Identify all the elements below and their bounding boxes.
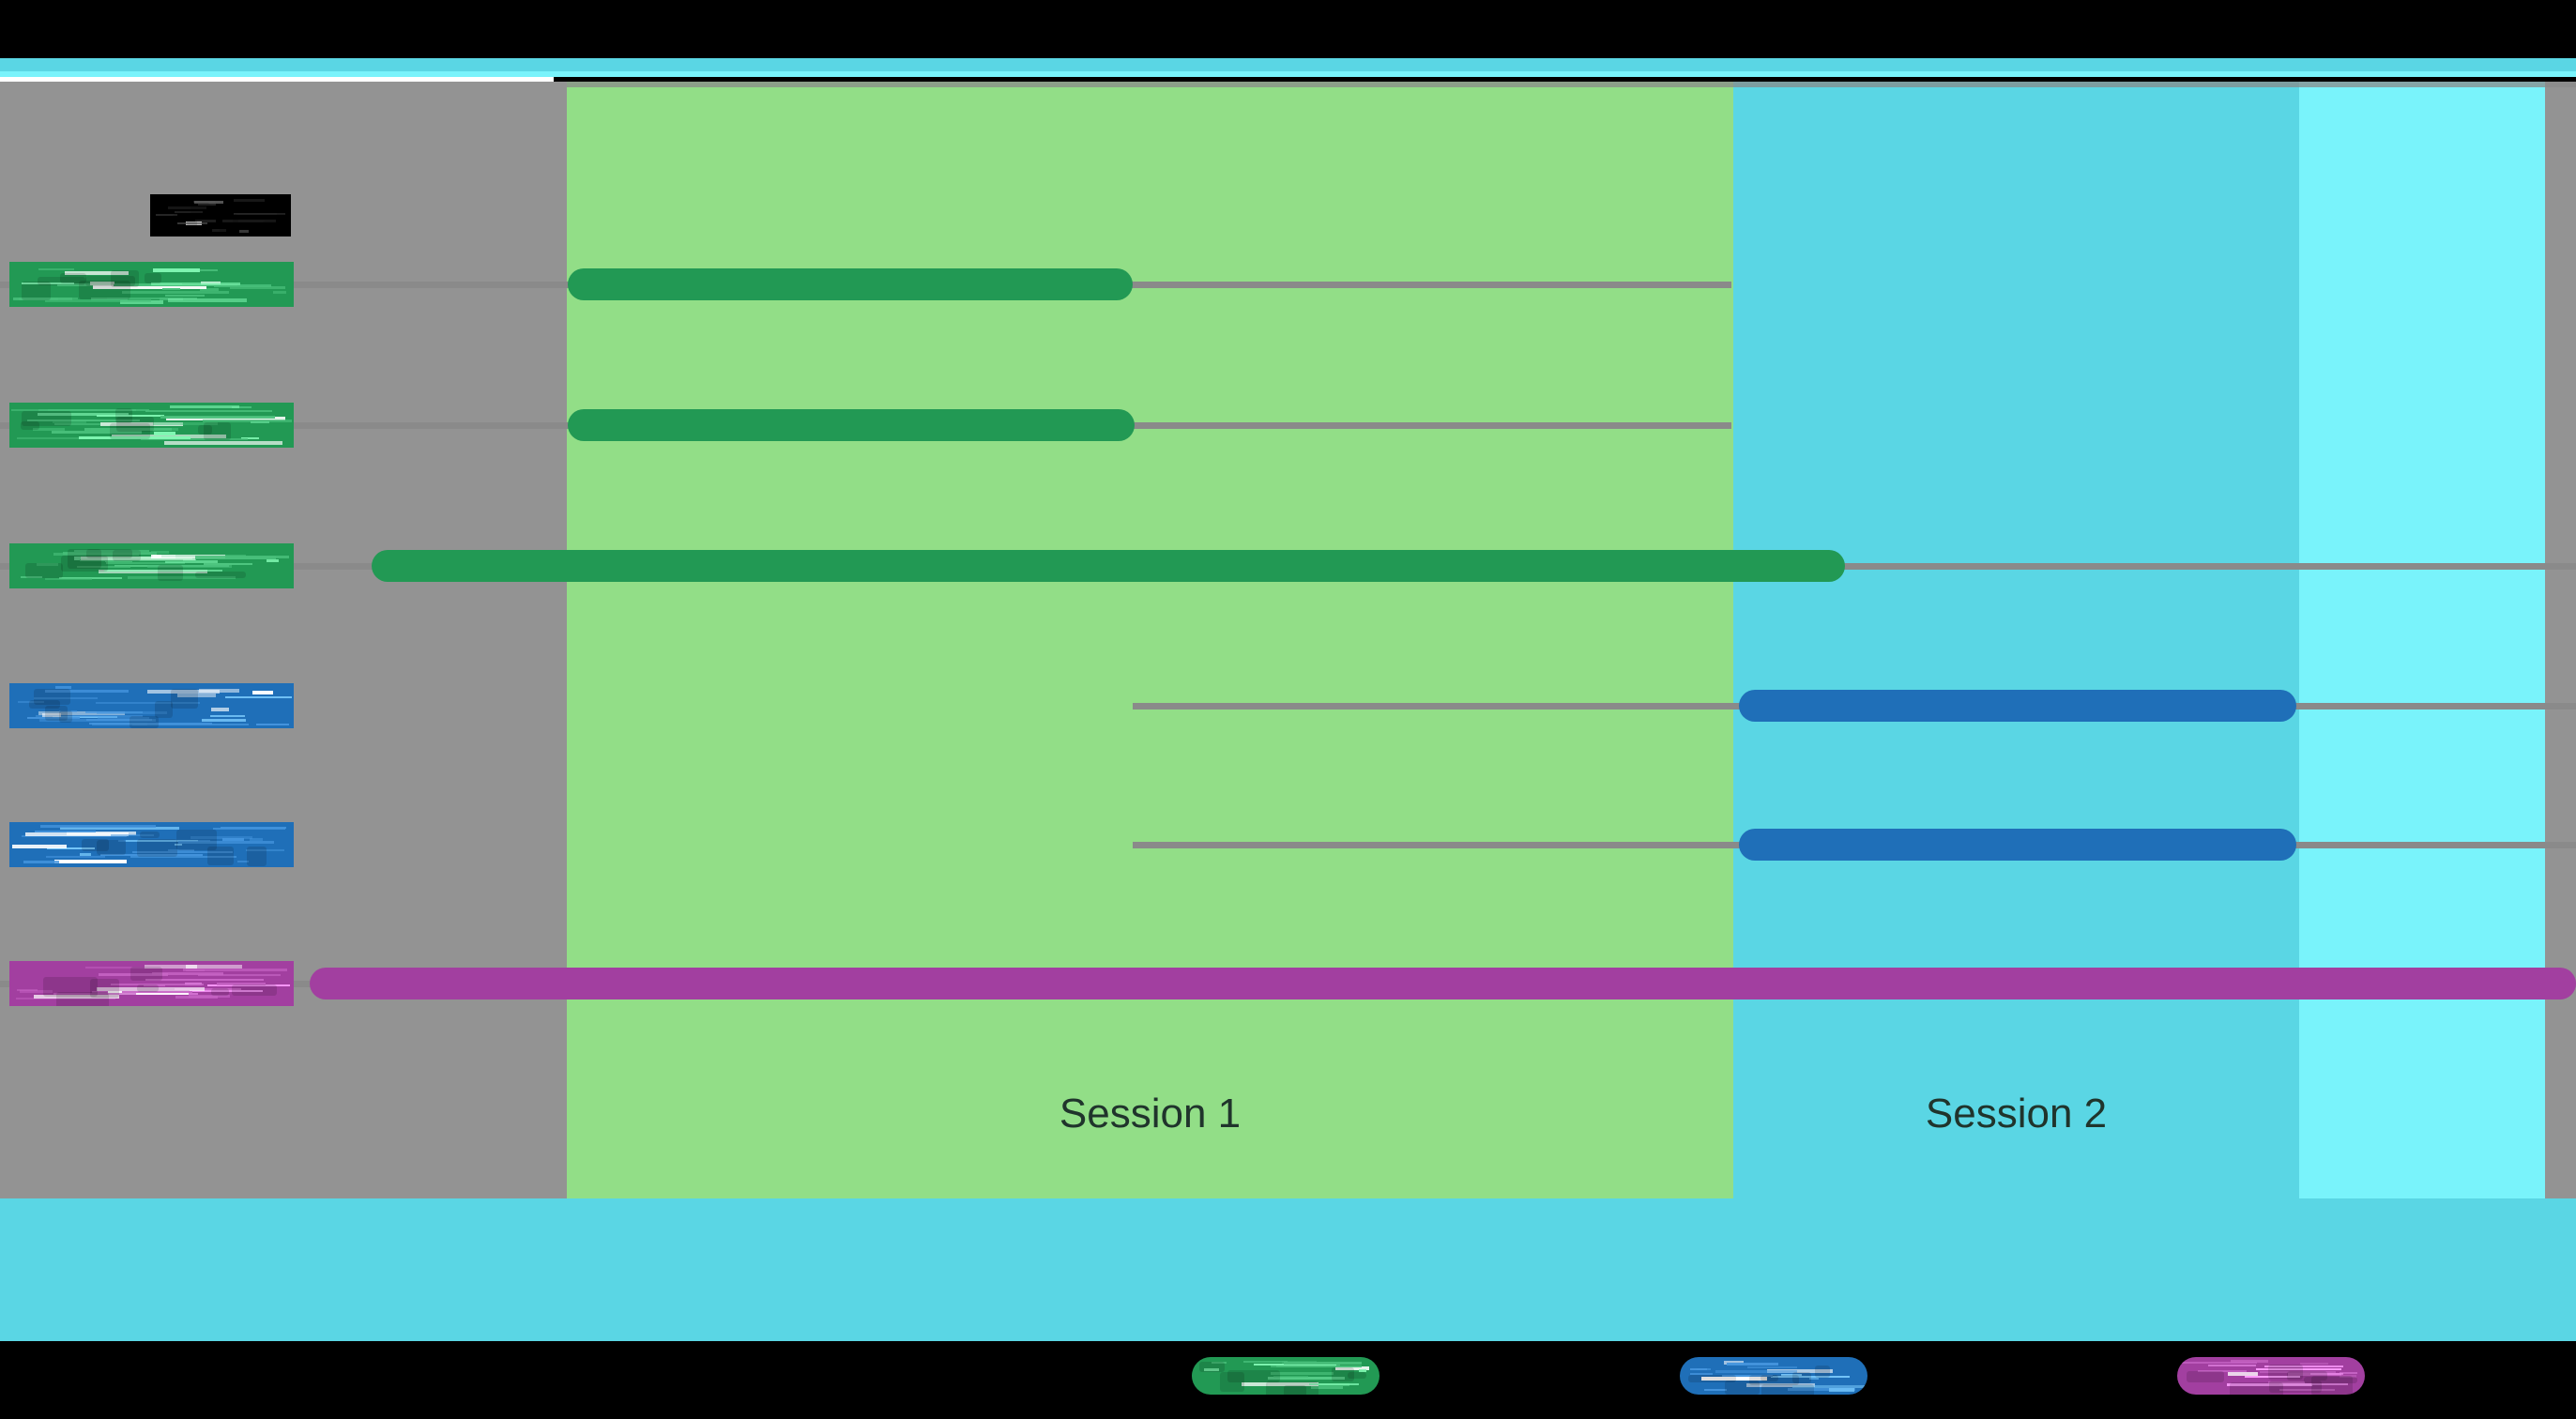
gantt-bar[interactable]	[310, 968, 2576, 999]
top-letterbox	[0, 0, 2576, 58]
gantt-bar[interactable]	[1739, 690, 2296, 722]
session-band-2	[1733, 82, 2299, 1198]
session-band-1	[567, 82, 1733, 1198]
gantt-plot-area: Session 1 Session 2	[0, 82, 2576, 1198]
bottom-panel	[0, 1198, 2576, 1341]
session-band-3	[2299, 82, 2545, 1198]
chart-legend	[0, 1341, 2576, 1419]
gantt-bar[interactable]	[568, 409, 1135, 441]
redaction-glitch	[9, 961, 294, 1006]
redaction-glitch	[9, 822, 294, 867]
legend-swatch	[2177, 1357, 2365, 1395]
gantt-row-label	[9, 822, 294, 867]
redaction-glitch	[2177, 1357, 2365, 1395]
gantt-row-label	[9, 961, 294, 1006]
gantt-bar[interactable]	[372, 550, 1845, 582]
gantt-bar[interactable]	[1739, 829, 2296, 861]
gantt-row-label	[9, 403, 294, 448]
session-band-2-label: Session 2	[1925, 1091, 2108, 1137]
top-cyan-strip-light	[0, 71, 2576, 77]
legend-item[interactable]	[2177, 1357, 2365, 1395]
redaction-glitch	[9, 683, 294, 728]
redaction-glitch	[1192, 1357, 1379, 1395]
redaction-glitch	[150, 194, 291, 236]
page-title	[150, 194, 291, 236]
gantt-row-label	[9, 683, 294, 728]
legend-item[interactable]	[1680, 1357, 1867, 1395]
redaction-glitch	[1680, 1357, 1867, 1395]
legend-swatch	[1680, 1357, 1867, 1395]
redaction-glitch	[9, 403, 294, 448]
top-cyan-strip	[0, 58, 2576, 71]
legend-swatch	[1192, 1357, 1379, 1395]
gantt-row-label	[9, 543, 294, 588]
legend-item[interactable]	[1192, 1357, 1379, 1395]
top-white-hairline	[0, 77, 554, 82]
gantt-bar[interactable]	[568, 268, 1133, 300]
redaction-glitch	[9, 543, 294, 588]
gantt-top-gridline	[567, 82, 2576, 87]
redaction-glitch	[9, 262, 294, 307]
gantt-row-label	[9, 262, 294, 307]
session-band-1-label: Session 1	[1059, 1091, 1242, 1137]
